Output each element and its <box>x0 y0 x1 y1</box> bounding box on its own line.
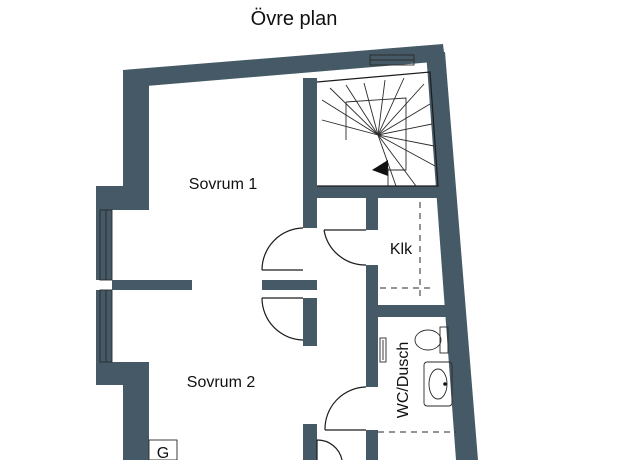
doors <box>261 227 367 460</box>
g-box <box>148 439 178 460</box>
closet-fixtures <box>380 202 430 300</box>
left-window-frame-1 <box>96 186 149 280</box>
left-wall-lower <box>123 362 149 460</box>
room-label-bedroom-1: Sovrum 1 <box>189 176 258 193</box>
sink-icon <box>423 361 453 407</box>
stair-arrow-icon <box>372 160 388 176</box>
wall-closet-bath <box>366 305 454 317</box>
interior-walls <box>112 78 454 460</box>
room-label-partial-g: G <box>157 445 169 460</box>
room-label-closet: Klk <box>390 241 413 258</box>
wall-mid-left <box>303 298 317 346</box>
left-windows <box>99 209 113 363</box>
left-window-frame-2 <box>96 290 149 385</box>
wall-stair-left <box>303 78 317 228</box>
left-wall-upper <box>123 70 149 186</box>
room-label-bedroom-2: Sovrum 2 <box>187 374 256 391</box>
wall-bath-left-a <box>366 317 378 387</box>
staircase <box>316 71 439 187</box>
room-label-bathroom: WC/Dusch <box>395 342 412 418</box>
toilet-tank-icon <box>439 326 449 354</box>
top-window <box>369 54 415 66</box>
outer-walls <box>96 44 478 460</box>
toilet-bowl-icon <box>414 329 442 351</box>
wall-closet-left-b <box>366 265 378 315</box>
wall-lower-left <box>303 424 317 460</box>
right-wall <box>426 52 478 460</box>
top-wall <box>123 44 445 88</box>
wall-between-bedrooms-b <box>262 280 317 290</box>
wall-stair-bottom <box>317 186 440 198</box>
wall-closet-left-a <box>366 198 378 230</box>
wall-bath-left-b <box>366 430 378 460</box>
wall-between-bedrooms-a <box>112 280 192 290</box>
bathroom-fixtures <box>378 326 456 433</box>
plan-title: Övre plan <box>251 8 338 30</box>
